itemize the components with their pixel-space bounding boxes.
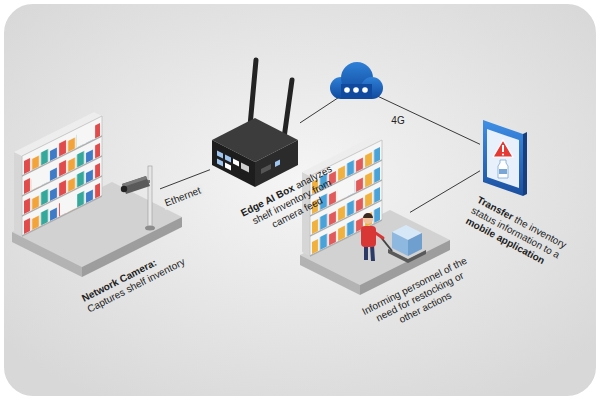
left-shelf-part — [14, 152, 22, 236]
edge-ai-box-part-part — [225, 155, 231, 163]
mobile-phone-part — [499, 169, 507, 174]
edge-ai-box-part — [261, 160, 280, 175]
edge-ai-box-part-part — [233, 159, 239, 167]
edge-ai-box-part-part — [217, 151, 223, 159]
worker-figure — [361, 213, 383, 261]
mobile-phone-part — [498, 160, 508, 178]
connector-line — [410, 171, 480, 213]
pallet-jack — [380, 225, 426, 263]
right-platform-part — [300, 255, 360, 295]
edge-ai-box-part-part — [217, 159, 223, 167]
edge-ai-box-part-part — [275, 160, 280, 168]
node-caption: Transferthe inventory status information… — [464, 194, 587, 282]
edge-ai-box-part — [284, 80, 292, 138]
edge-box-node: Edge AI Boxanalyzes shelf inventory from… — [210, 115, 300, 190]
node-caption: Edge AI Boxanalyzes shelf inventory from… — [234, 161, 350, 244]
network-camera-part — [121, 186, 127, 192]
left-shelf-part-part — [22, 136, 102, 236]
mobile-phone-part — [502, 153, 504, 155]
cloud-icon-part — [341, 84, 372, 99]
node-caption: Informing personnel of the need for rest… — [359, 254, 480, 340]
cloud-icon-part — [353, 87, 359, 93]
edge-ai-box — [212, 60, 298, 187]
network-camera-part — [122, 176, 147, 187]
connector-line — [160, 170, 210, 189]
worker-figure-part — [363, 214, 373, 224]
cloud-icon-part — [362, 87, 368, 93]
edge-ai-box-part — [212, 140, 255, 187]
mobile-phone-part — [487, 129, 519, 188]
pallet-jack-part — [408, 233, 422, 256]
camera-node: Network Camera:Captures shelf inventory — [115, 165, 160, 230]
network-camera-part — [148, 166, 152, 228]
phone-node: Transferthe inventory status information… — [480, 115, 530, 197]
network-camera-part — [145, 226, 155, 231]
caption-text: Informing personnel of the need for rest… — [360, 255, 469, 326]
background-panel — [3, 3, 597, 397]
edge-label: Ethernet — [161, 184, 204, 210]
mobile-phone-part — [483, 120, 523, 196]
worker-figure-part — [363, 213, 373, 218]
left-shelf-part-part — [22, 116, 102, 236]
mobile-phone-part — [493, 140, 513, 157]
mobile-phone-part — [523, 132, 527, 196]
worker-figure-part — [361, 226, 376, 247]
left-platform-part — [12, 232, 82, 277]
worker-figure-part — [372, 245, 373, 261]
edge-ai-box-part-part — [241, 163, 249, 173]
edge-ai-box-part — [255, 140, 298, 187]
edge-ai-box-part — [217, 151, 249, 180]
edge-ai-box-part-part — [225, 163, 231, 171]
left-shelf-part — [22, 116, 102, 236]
edge-ai-box-part-part — [261, 164, 271, 174]
pallet-jack-part — [392, 232, 408, 256]
mobile-phone-part — [502, 145, 504, 152]
cloud-icon-part — [344, 87, 350, 93]
cloud-icon — [330, 62, 383, 99]
connector-line — [300, 86, 480, 144]
left-shelf — [14, 112, 102, 236]
network-camera — [121, 166, 155, 231]
edge-label: 4G — [389, 115, 406, 127]
edge-ai-box-part — [250, 60, 256, 126]
worker-figure-part — [374, 232, 383, 238]
mobile-phone — [483, 120, 527, 196]
node-caption: Network Camera:Captures shelf inventory — [80, 241, 196, 316]
